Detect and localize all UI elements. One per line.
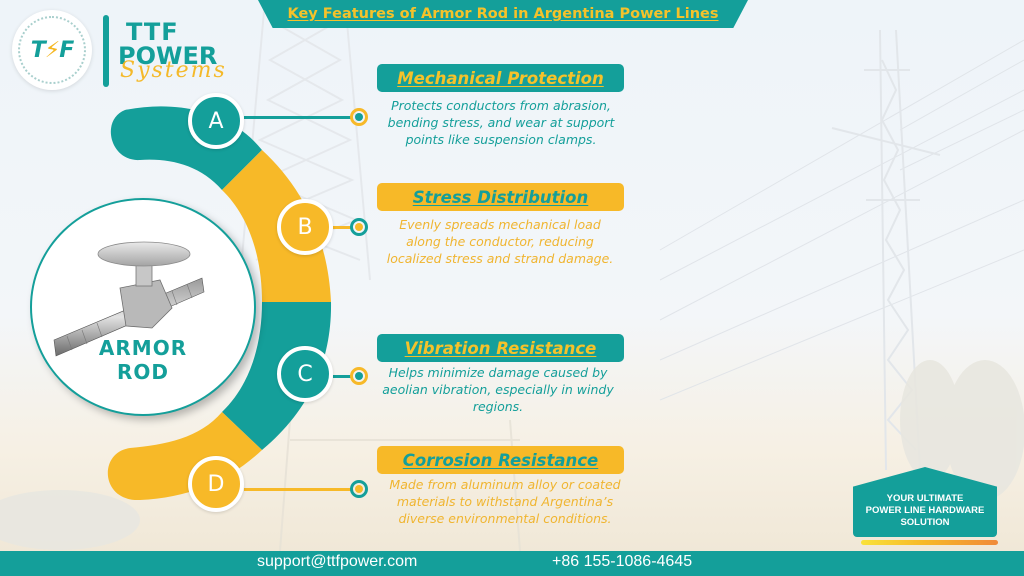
tagline-line1: YOUR ULTIMATE: [886, 493, 964, 504]
feature-heading-d: Corrosion Resistance: [377, 446, 624, 474]
armor-rod-label-line2: ROD: [116, 360, 169, 384]
tagline-text: YOUR ULTIMATE POWER LINE HARDWARE SOLUTI…: [866, 493, 985, 529]
badge-b: B: [277, 199, 333, 255]
feature-description-a: Protects conductors from abrasion, bendi…: [387, 98, 615, 147]
armor-rod-image-circle: [30, 198, 256, 416]
armor-rod-label-line1: ARMOR: [98, 336, 188, 360]
connector-c: [333, 375, 353, 378]
support-email-link[interactable]: support@ttfpower.com: [257, 553, 418, 570]
connector-b: [333, 226, 353, 229]
connector-a: [244, 116, 352, 119]
brand-name-power: POWER: [118, 42, 218, 70]
feature-heading-b: Stress Distribution: [377, 183, 624, 211]
connector-dot-b: [350, 218, 368, 236]
lightning-bolt-icon: ⚡: [44, 37, 60, 63]
brand-name-ttf: TTF: [126, 18, 179, 46]
badge-a: A: [188, 93, 244, 149]
feature-heading-a: Mechanical Protection: [377, 64, 624, 92]
logo-monogram: T⚡F: [30, 37, 75, 63]
connector-dot-a: [350, 108, 368, 126]
armor-rod-illustration: [53, 241, 205, 357]
logo-divider: [103, 15, 109, 87]
arc-segment-b: [222, 150, 331, 302]
logo-letter-f: F: [59, 37, 74, 63]
contact-footer: support@ttfpower.com +86 155-1086-4645: [0, 551, 1024, 576]
armor-rod-label: ARMOR ROD: [30, 336, 256, 384]
feature-description-c: Helps minimize damage caused by aeolian …: [382, 365, 614, 414]
tagline-line2: POWER LINE HARDWARE: [865, 505, 985, 516]
tagline-line3: SOLUTION: [900, 517, 950, 528]
logo-ring: [18, 16, 86, 84]
feature-description-d: Made from aluminum alloy or coated mater…: [389, 477, 621, 526]
connector-d: [244, 488, 352, 491]
logo-letter-t: T: [30, 37, 46, 63]
arc-segment-d: [107, 412, 262, 501]
tagline-gradient-bar: [861, 540, 998, 545]
connector-dot-c: [350, 367, 368, 385]
ttf-logo-badge: T⚡F: [12, 10, 92, 90]
title-banner: Key Features of Armor Rod in Argentina P…: [258, 0, 748, 28]
badge-c: C: [277, 346, 333, 402]
feature-description-b: Evenly spreads mechanical load along the…: [386, 217, 614, 266]
feature-heading-c: Vibration Resistance: [377, 334, 624, 362]
connector-dot-d: [350, 480, 368, 498]
page-title: Key Features of Armor Rod in Argentina P…: [287, 6, 719, 22]
brand-name-systems: Systems: [120, 58, 227, 83]
badge-d: D: [188, 456, 244, 512]
phone-number[interactable]: +86 155-1086-4645: [552, 553, 693, 570]
arc-segment-c: [222, 302, 332, 450]
